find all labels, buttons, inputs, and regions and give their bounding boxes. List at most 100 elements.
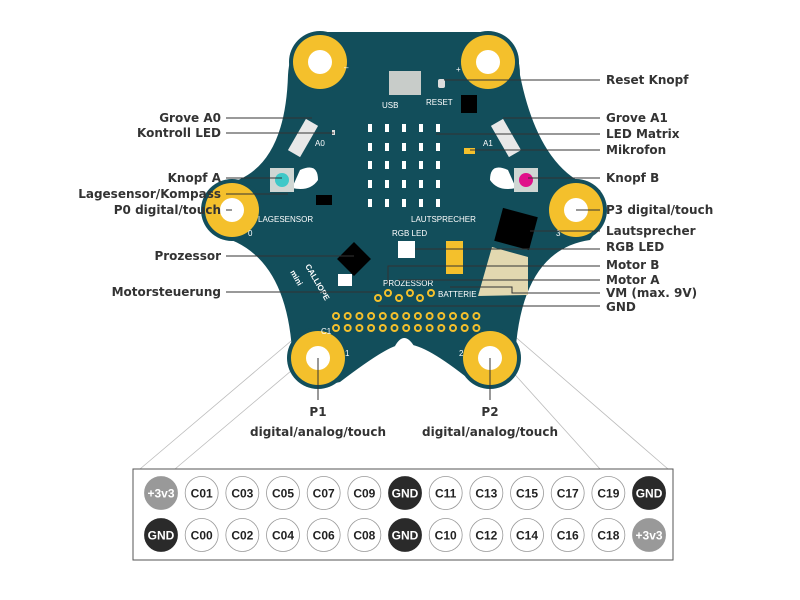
pin-label: C00 [191,529,213,543]
matrix-led [385,124,389,132]
pin-gnd: GND [144,518,178,552]
matrix-led [436,180,440,188]
pin-label: +3v3 [636,529,663,543]
usb-port [389,71,421,95]
matrix-led [419,124,423,132]
svg-text:GND: GND [606,300,636,314]
pad-minus-hole [308,50,332,74]
pin-label: C07 [313,487,335,501]
pin-label: C19 [597,487,619,501]
pin-label: C05 [272,487,294,501]
svg-text:Motor B: Motor B [606,258,659,272]
pin-c07: C07 [306,476,341,510]
pin-c12: C12 [469,518,504,552]
pin-label: C02 [231,529,253,543]
mikrofon [464,148,475,154]
grove-a0-connector [287,118,319,158]
header-hole [378,324,387,332]
pin-c16: C16 [550,518,585,552]
pin-c03: C03 [225,476,260,510]
motor-pin [374,294,382,302]
matrix-led [402,124,406,132]
svg-text:A1: A1 [483,139,493,148]
svg-text:VM (max. 9V): VM (max. 9V) [606,286,697,300]
svg-text:RGB LED: RGB LED [606,240,664,254]
header-hole [472,324,481,332]
header-hole [343,324,352,332]
pin-c17: C17 [550,476,585,510]
svg-text:RGB LED: RGB LED [392,229,427,238]
header-hole [378,312,387,320]
matrix-led [436,124,440,132]
matrix-led [436,143,440,151]
motor-pin [427,289,435,297]
pin-c05: C05 [266,476,300,510]
header-hole [425,312,434,320]
svg-text:BATTERIE: BATTERIE [438,290,477,299]
pin-label: C08 [353,529,375,543]
pin-label: C13 [475,487,497,501]
motor-pin [406,289,414,297]
pin-c02: C02 [225,518,260,552]
right-labels: Reset Knopf Grove A1 LED Matrix Mikrofon… [606,73,713,314]
matrix-led [385,143,389,151]
header-hole [437,312,446,320]
pin-gnd: GND [632,476,666,510]
header-hole [390,324,399,332]
matrix-led [419,143,423,151]
svg-text:P2: P2 [481,405,498,419]
lautsprecher [494,207,538,251]
pin-c01: C01 [184,476,219,510]
pin-label: +3v3 [147,487,174,501]
svg-text:P0 digital/touch: P0 digital/touch [114,203,221,217]
header-hole [332,312,340,320]
matrix-led [436,199,440,207]
pin-label: C03 [231,487,253,501]
pin-label: C18 [597,529,619,543]
motor-pin [395,294,403,302]
pin-c19: C19 [591,476,626,510]
matrix-led [419,199,423,207]
matrix-led [385,161,389,169]
header-hole [355,312,364,320]
svg-text:RESET: RESET [426,98,453,107]
pin-c15: C15 [510,476,544,510]
matrix-led [402,143,406,151]
matrix-led [402,199,406,207]
motor-pin [384,289,392,297]
left-labels: Grove A0 Kontroll LED Knopf A Lagesensor… [78,111,221,299]
svg-text:LAGESENSOR: LAGESENSOR [258,215,313,224]
pin-label: C01 [191,487,213,501]
header-hole [449,312,457,320]
led-matrix [368,124,440,207]
matrix-led [385,180,389,188]
header-hole [449,324,457,332]
header-hole [413,324,422,332]
svg-text:C1: C1 [321,327,332,336]
header-hole [413,312,422,320]
pin-label: GND [392,529,419,543]
pin-c18: C18 [591,518,626,552]
header-hole [402,324,411,332]
svg-text:A: A [304,173,310,182]
pin-label: C10 [435,529,457,543]
svg-text:digital/analog/touch: digital/analog/touch [250,425,386,439]
prozessor-chip [337,242,371,276]
callout-lines [226,79,600,400]
pin-label: C04 [272,529,294,543]
motor-pin [416,294,424,302]
pin-label: C09 [353,487,375,501]
pin-c00: C00 [184,518,219,552]
pin-label: C17 [557,487,579,501]
matrix-led [368,143,372,151]
header-hole [437,324,446,332]
reset-button[interactable] [438,79,445,88]
svg-text:Motor A: Motor A [606,273,660,287]
pin-3v3: +3v3 [632,518,666,552]
pin-label: GND [148,529,175,543]
grove-a1-connector [490,118,522,158]
svg-text:USB: USB [382,101,398,110]
pin-header [332,289,481,332]
pad-plus-hole [476,50,500,74]
header-hole [402,312,411,320]
